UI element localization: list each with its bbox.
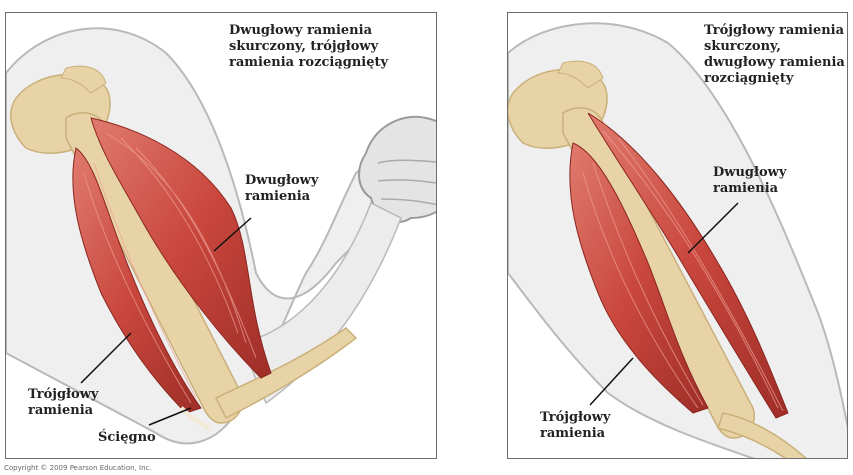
left-triceps-label: Trójgłowy ramienia bbox=[28, 387, 98, 419]
right-biceps-label: Dwugłowy ramienia bbox=[713, 165, 786, 197]
right-panel: Trójgłowy ramienia skurczony, dwugłowy r… bbox=[507, 12, 848, 459]
copyright-notice: Copyright © 2009 Pearson Education, Inc. bbox=[4, 464, 152, 472]
right-triceps-label: Trójgłowy ramienia bbox=[540, 410, 610, 442]
right-title: Trójgłowy ramienia skurczony, dwugłowy r… bbox=[704, 23, 846, 87]
left-biceps-label: Dwugłowy ramienia bbox=[245, 173, 318, 205]
left-tendon-label: Ścięgno bbox=[98, 430, 156, 446]
left-title: Dwugłowy ramienia skurczony, trójgłowy r… bbox=[229, 23, 434, 71]
left-panel: Dwugłowy ramienia skurczony, trójgłowy r… bbox=[5, 12, 437, 459]
